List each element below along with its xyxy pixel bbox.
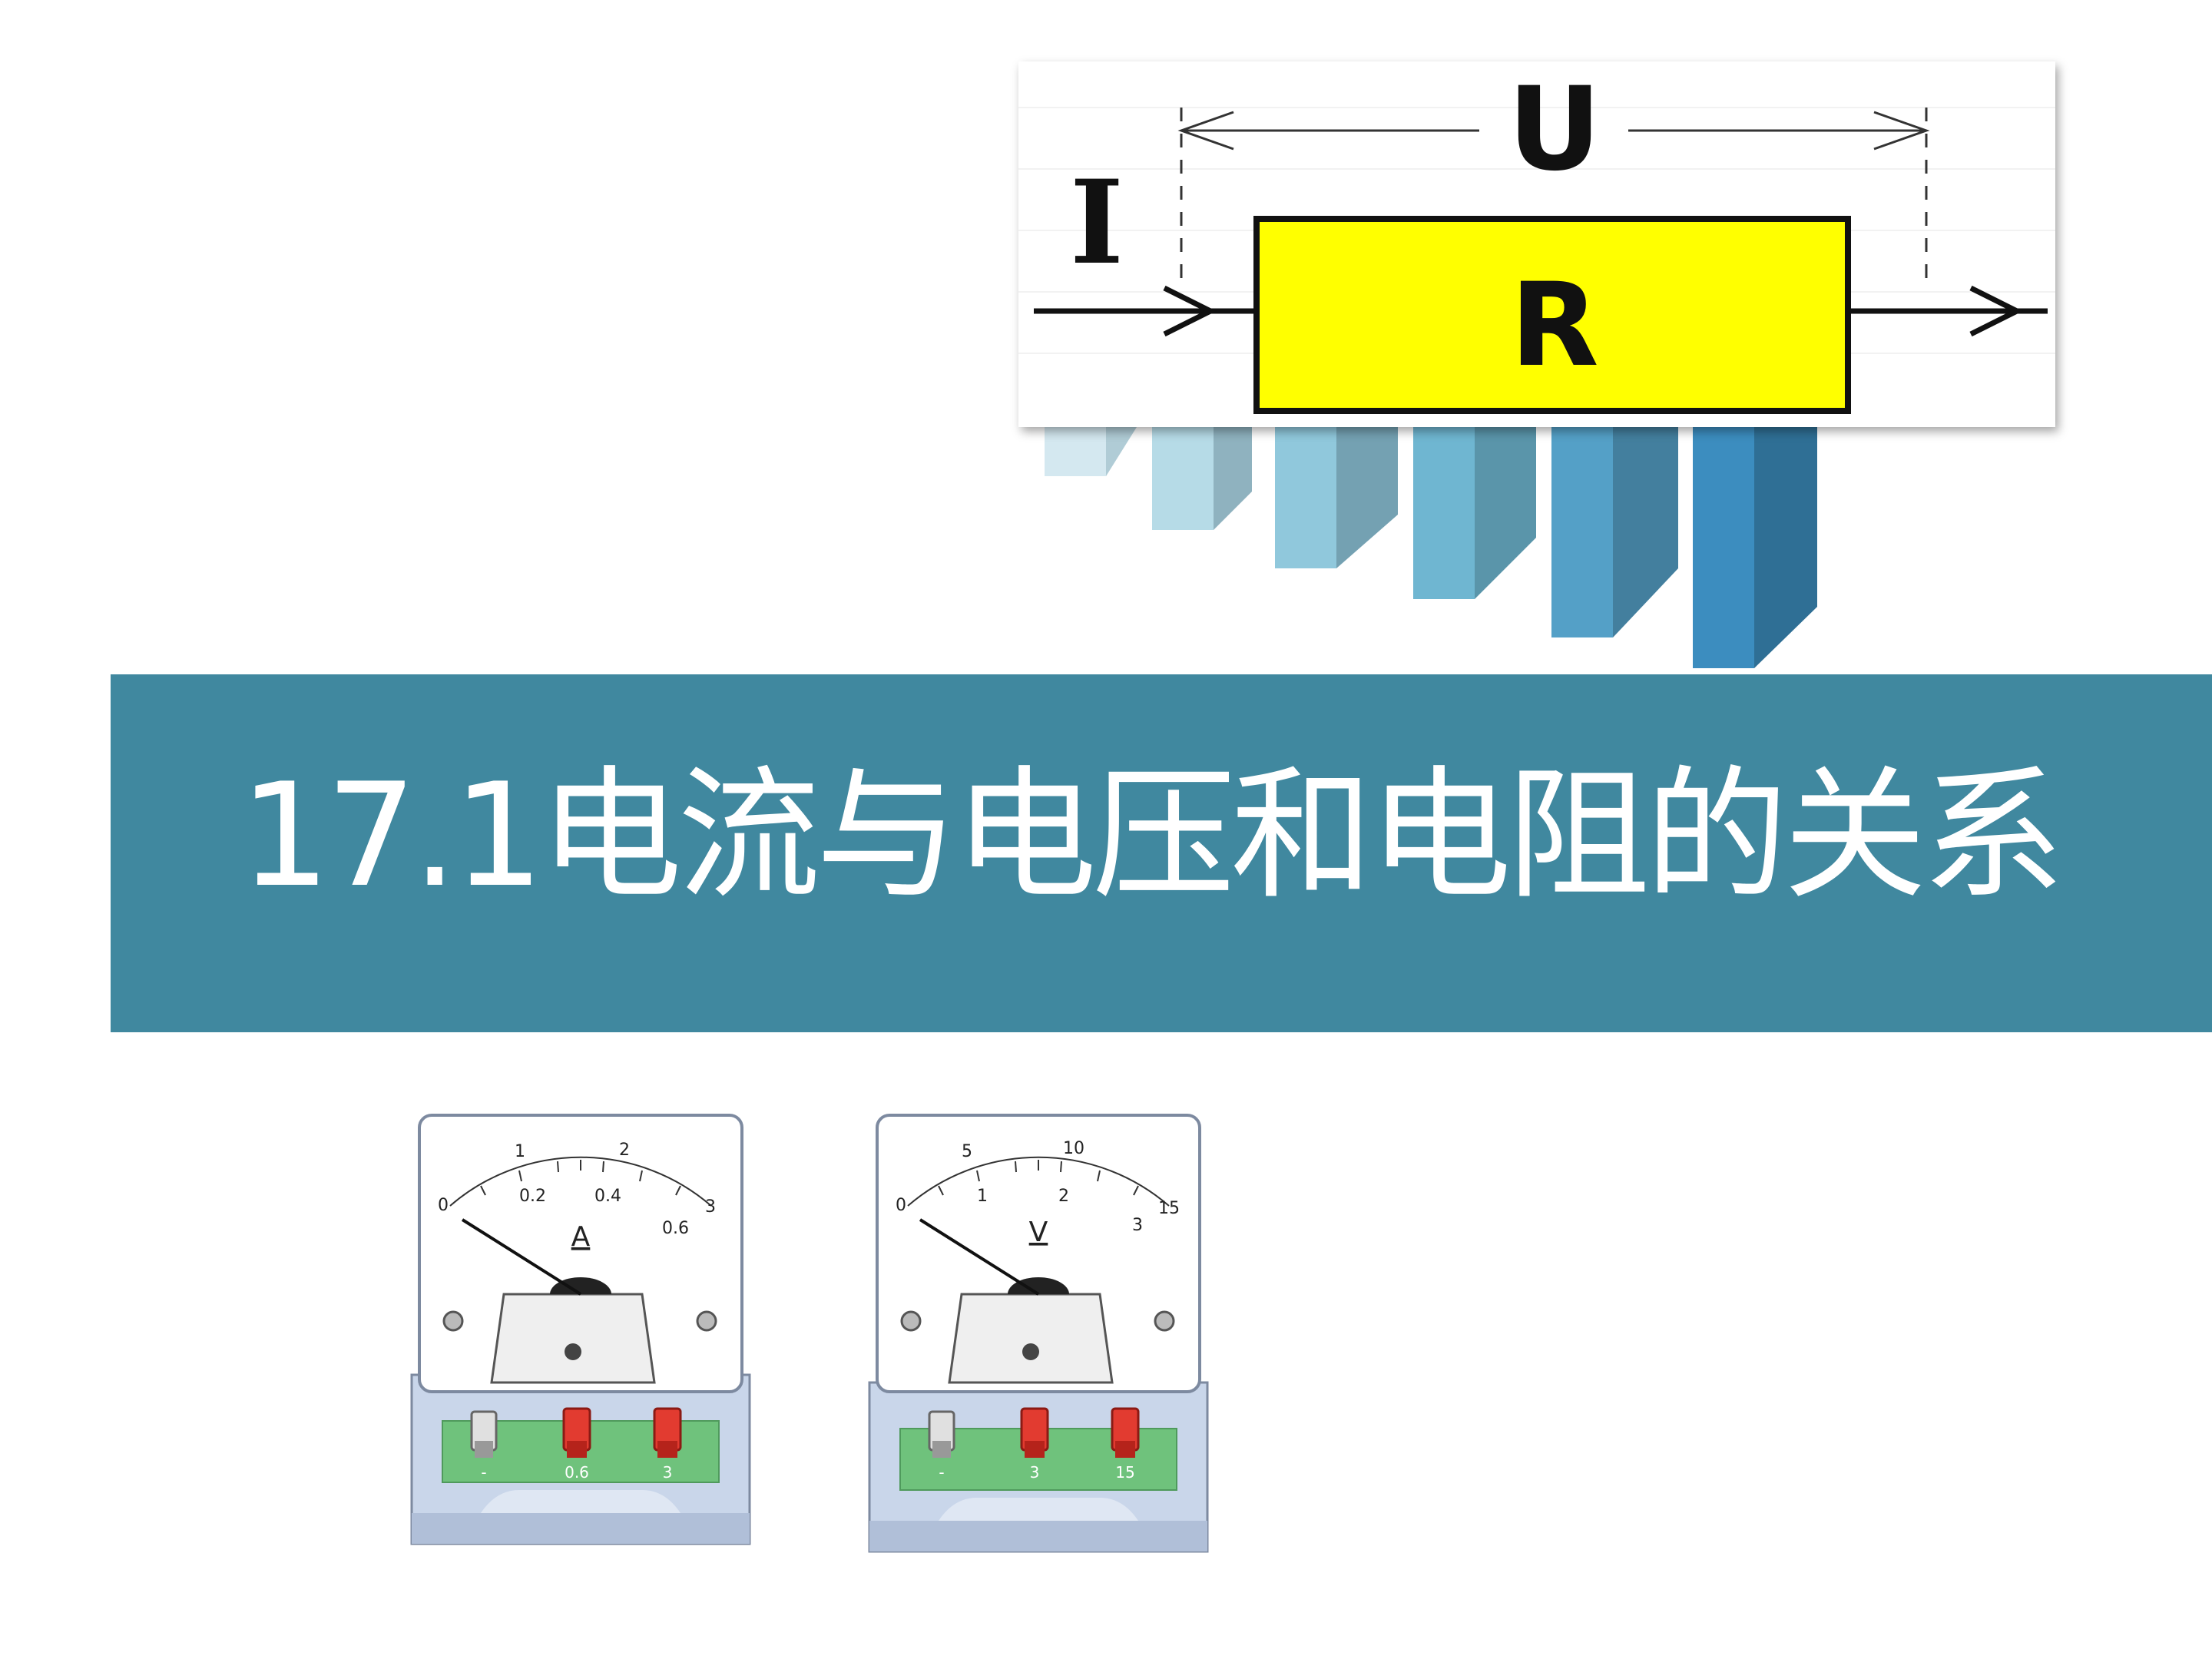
lower-scale-1: 2 [1058,1187,1069,1206]
voltmeter-svg: 0 5 10 15 1 2 3 V [868,1114,1209,1553]
ammeter-svg: 0 1 2 3 0.2 0.4 0.6 A [410,1114,751,1545]
zero-adjust-screw [1022,1343,1039,1360]
voltage-dashed-markers [1180,108,1928,284]
needle-housing [490,1293,656,1384]
decor-bar-5 [1551,415,1678,637]
meter-needle [461,1218,582,1296]
upper-scale-2: 2 [619,1141,630,1160]
resistance-label: R [1510,259,1599,392]
zero-adjust-screw [565,1343,581,1360]
terminal-neg [928,1410,955,1458]
upper-scale-2: 10 [1063,1139,1084,1158]
lower-scale-2: 3 [1132,1216,1143,1235]
ammeter-illustration: 0 1 2 3 0.2 0.4 0.6 A [404,1098,757,1559]
upper-scale-3: 3 [705,1197,716,1217]
terminal-label-0-6: 0.6 [565,1463,589,1482]
upper-scale-0: 0 [438,1196,449,1215]
terminal-15 [1111,1407,1140,1458]
terminal-label-15: 15 [1115,1463,1134,1482]
upper-scale-0: 0 [896,1196,906,1215]
voltmeter-illustration: 0 5 10 15 1 2 3 V [862,1106,1215,1567]
meter-needle [919,1218,1040,1296]
decor-bar-6 [1693,415,1817,668]
decor-bar-3 [1275,415,1398,568]
decor-bar-4 [1413,415,1536,599]
terminal-neg [470,1410,498,1458]
current-label: I [1070,155,1124,290]
unit-label: A [571,1221,591,1253]
upper-scale-3: 15 [1158,1199,1180,1218]
decorative-bars-art [1045,415,1817,668]
title-band: 17.1电流与电压和电阻的关系 [111,674,2212,1032]
decor-bar-2 [1152,415,1252,530]
needle-housing [948,1293,1114,1384]
slide-title: 17.1电流与电压和电阻的关系 [240,752,2065,919]
voltage-span-arrow [1177,111,1930,151]
lower-scale-1: 0.4 [594,1187,621,1206]
terminal-label-neg: - [481,1463,486,1482]
terminal-label-neg: - [939,1463,944,1482]
lower-scale-2: 0.6 [662,1219,689,1238]
terminal-3 [1020,1407,1049,1458]
voltage-label: U [1508,63,1601,197]
ohm-law-diagram-svg: U I R [1018,63,2055,414]
terminal-0-6 [562,1407,591,1458]
lower-scale-0: 0.2 [519,1187,546,1206]
ohm-law-diagram: U I R [1018,61,2055,427]
terminal-label-3: 3 [663,1463,673,1482]
terminal-label-3: 3 [1030,1463,1040,1482]
resistor-box [1253,216,1851,414]
unit-label: V [1029,1217,1048,1248]
lower-scale-0: 1 [977,1187,988,1206]
terminal-3 [653,1407,682,1458]
upper-scale-1: 1 [515,1142,525,1161]
circuit-wire [1034,285,2048,337]
upper-scale-1: 5 [962,1142,972,1161]
